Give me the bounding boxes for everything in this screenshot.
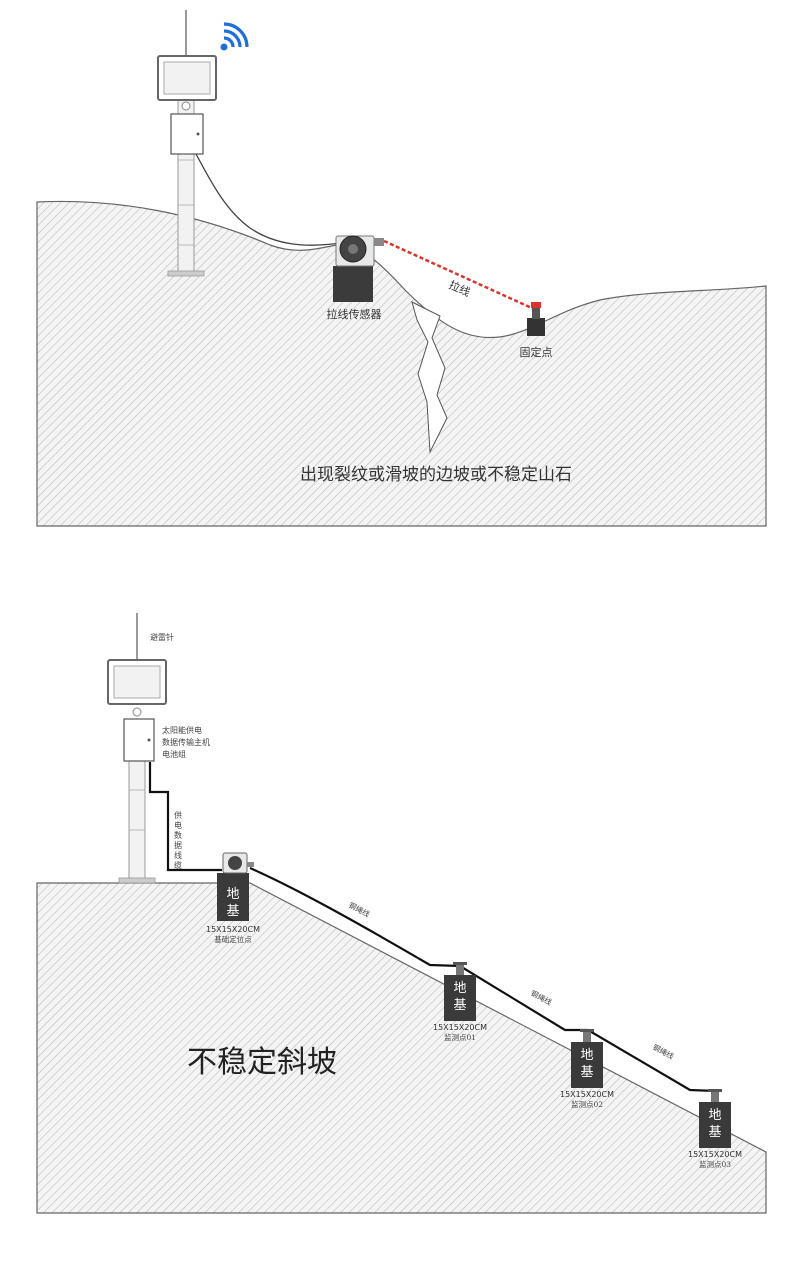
foundation-size: 15X15X20CM <box>688 1150 742 1159</box>
cable-label-char: 缆 <box>174 860 182 870</box>
control-box-icon-2 <box>123 718 155 762</box>
rope-label: 钢绳线 <box>651 1042 676 1062</box>
panel-slope-monitoring: 地 基 地 基 地 基 地 基 15X15X20CM 基础定位点 15X15X2… <box>36 613 767 1214</box>
foundation-char: 基 <box>453 998 466 1013</box>
host-label-line1: 太阳能供电 <box>162 725 202 735</box>
slope-ground <box>36 882 767 1214</box>
anchor-label: 固定点 <box>520 345 553 359</box>
foundation-point-01 <box>444 962 476 1021</box>
foundation-char: 地 <box>708 1108 721 1123</box>
panel2-caption: 不稳定斜坡 <box>187 1045 337 1080</box>
foundation-point-03 <box>699 1089 731 1148</box>
steel-rope <box>249 866 717 1093</box>
cable-label-char: 线 <box>174 850 182 860</box>
power-data-cable <box>148 762 222 872</box>
foundation-base <box>217 852 254 921</box>
hillside-ground <box>36 200 767 527</box>
rope-label: 钢绳线 <box>529 988 554 1008</box>
signal-cable <box>195 153 341 246</box>
solar-panel-icon <box>157 55 217 101</box>
solar-panel-icon-2 <box>107 659 167 705</box>
wire-sensor-device <box>333 235 384 302</box>
sensor-label: 拉线传感器 <box>327 307 382 321</box>
foundation-char: 地 <box>226 887 239 902</box>
foundation-char: 地 <box>580 1048 593 1063</box>
cable-label-char: 数 <box>174 830 182 840</box>
foundation-label: 基础定位点 <box>214 934 252 944</box>
pull-wire <box>383 239 535 311</box>
panel-crack-monitoring: 拉线传感器 拉线 固定点 出现裂纹或滑坡的边坡或不稳定山石 <box>36 10 767 527</box>
control-box-icon <box>170 113 204 155</box>
host-label-line2: 数据传输主机 <box>162 737 210 747</box>
foundation-point-02 <box>571 1029 603 1088</box>
foundation-char: 基 <box>580 1065 593 1080</box>
foundation-size: 15X15X20CM <box>560 1090 614 1099</box>
rope-label: 钢绳线 <box>347 900 372 920</box>
lightning-rod-label: 避雷针 <box>150 632 174 642</box>
foundation-label: 监测点03 <box>699 1159 731 1169</box>
foundation-char: 基 <box>708 1125 721 1140</box>
cable-label-char: 电 <box>174 820 182 830</box>
panel1-caption: 出现裂纹或滑坡的边坡或不稳定山石 <box>300 465 572 485</box>
foundation-size: 15X15X20CM <box>206 925 260 934</box>
foundation-label: 监测点01 <box>444 1032 476 1042</box>
host-label-line3: 电池组 <box>162 749 186 759</box>
ground-crack <box>411 301 448 454</box>
wifi-icon <box>220 22 249 51</box>
cable-label-char: 供 <box>174 810 182 820</box>
monitoring-pole-2 <box>118 613 156 884</box>
anchor-point <box>527 302 545 336</box>
foundation-label: 监测点02 <box>571 1099 603 1109</box>
cable-label-char: 据 <box>174 840 182 850</box>
foundation-char: 地 <box>453 981 466 996</box>
foundation-size: 15X15X20CM <box>433 1023 487 1032</box>
foundation-char: 基 <box>226 904 239 919</box>
